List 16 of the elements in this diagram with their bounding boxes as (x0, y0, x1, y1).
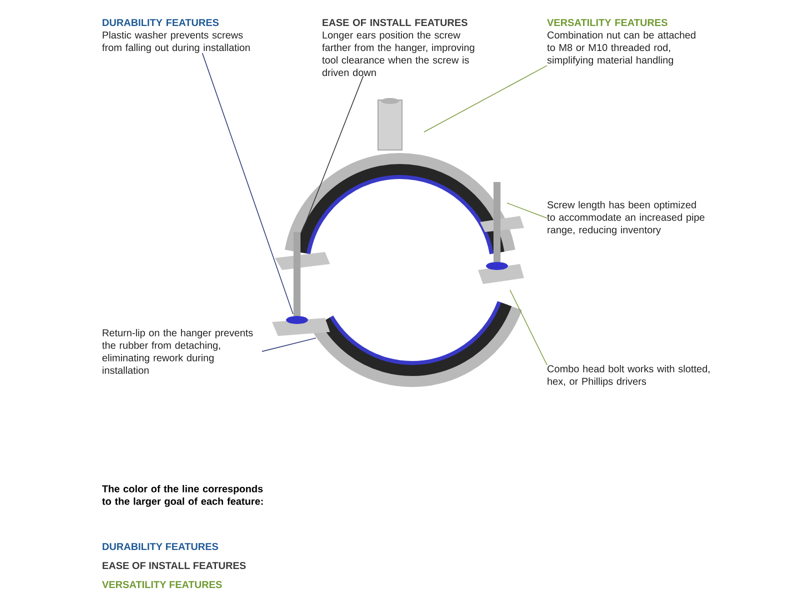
callout-text: EASE OF INSTALL FEATURES Longer ears position the screw farther from the hanger, improving tool clearance when the screw is driven down (322, 19, 474, 76)
legend-entry: EASE OF INSTALL FEATURES (102, 562, 246, 570)
callout-text: Screw length has been optimized to accommodate an increased pipe range, reducing inventory (547, 201, 704, 236)
leader-line (202, 52, 294, 314)
leader-line (506, 202, 548, 219)
note-text: The color of the line corresponds to the larger goal of each feature: (102, 485, 263, 507)
leader-line (302, 76, 364, 232)
callout-text: Return-lip on the hanger prevents the rubber from detaching, eliminating rework during installation (102, 329, 253, 374)
callout-text: Combo head bolt works with slotted, hex, or Phillips drivers (548, 365, 710, 387)
legend-entry: DURABILITY FEATURES (102, 543, 218, 550)
callout-text: VERSATILITY FEATURES Combination nut can be attached to M8 or M10 threaded rod, simplifying material handling (547, 19, 696, 66)
leader-line (262, 338, 316, 352)
leader-line (424, 65, 548, 132)
leader-line (510, 290, 548, 366)
legend-entry: VERSATILITY FEATURES (102, 581, 222, 588)
callout-text: DURABILITY FEATURES Plastic washer prevents screws from falling out during installation (102, 19, 250, 54)
